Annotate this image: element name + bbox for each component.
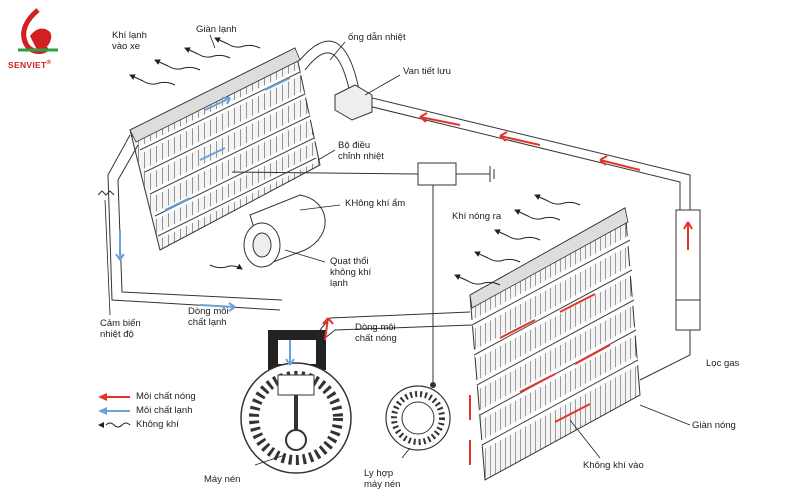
- senviet-logo: [8, 6, 68, 76]
- compressor-clutch: [385, 382, 451, 451]
- label-hot-air-out: Khí nóng ra: [452, 211, 502, 222]
- thermostat: [417, 162, 457, 186]
- brand-name: SENVIET®: [8, 60, 52, 70]
- cold-arrow-icon: [98, 407, 130, 415]
- label-expansion-valve: Van tiết lưu: [403, 66, 451, 77]
- hot-flow-arrows: [322, 112, 693, 465]
- expansion-valve: [334, 84, 373, 121]
- leader-lines: [104, 34, 691, 466]
- label-air-in: Không khí vào: [583, 460, 644, 471]
- legend: Môi chất nóng Môi chất lạnh Không khí: [98, 390, 238, 432]
- label-heat-pipe: ống dẫn nhiệt: [348, 32, 406, 43]
- air-wave-icon: [98, 422, 131, 428]
- legend-air: Không khí: [98, 418, 238, 432]
- temp-sensor: [97, 190, 115, 196]
- compressor: [240, 330, 352, 474]
- label-humid-air: KHông khí ẩm: [345, 198, 406, 209]
- legend-cold: Môi chất lạnh: [98, 404, 238, 418]
- condenser: [469, 207, 641, 481]
- label-condenser: Giàn nóng: [692, 420, 736, 431]
- label-evaporator: Giàn lạnh: [196, 24, 237, 35]
- blower-fan: [243, 194, 326, 268]
- legend-hot: Môi chất nóng: [98, 390, 238, 404]
- hot-arrow-icon: [98, 393, 130, 401]
- label-filter: Lọc gas: [706, 358, 740, 369]
- label-compressor: Máy nén: [204, 474, 241, 485]
- air-flow-arrows: [129, 37, 581, 286]
- cold-flow-arrows: [115, 77, 295, 366]
